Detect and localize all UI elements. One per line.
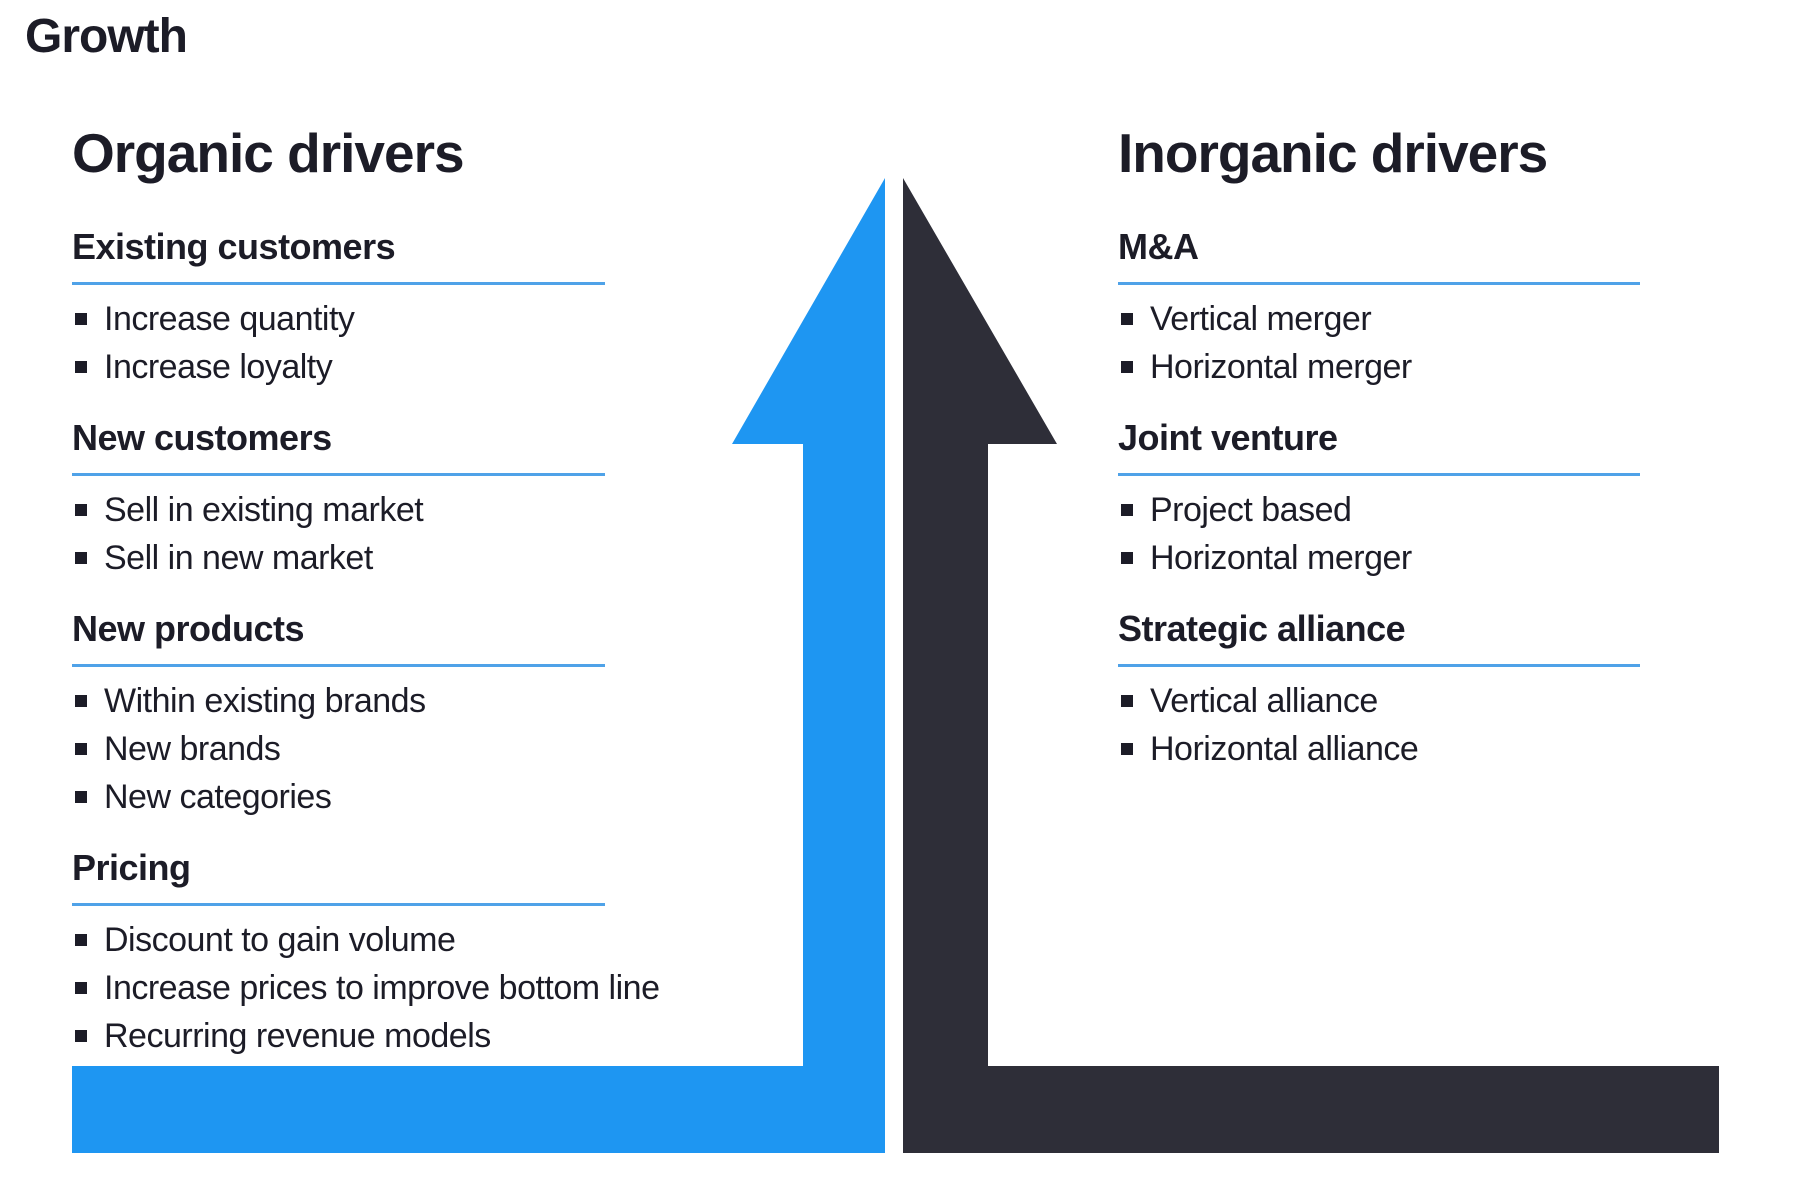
list-item: Horizontal merger xyxy=(1118,343,1728,391)
bullet-square-icon xyxy=(1121,313,1133,325)
section-underline xyxy=(72,903,605,906)
section-strategic-alliance: Strategic alliance Vertical alliance Hor… xyxy=(1118,608,1728,773)
bullet-square-icon xyxy=(75,743,87,755)
bullet-square-icon xyxy=(1121,695,1133,707)
bullet-list: Sell in existing market Sell in new mark… xyxy=(72,486,762,582)
item-label: Increase quantity xyxy=(104,299,355,338)
bullet-square-icon xyxy=(75,934,87,946)
section-underline xyxy=(72,282,605,285)
bullet-list: Vertical alliance Horizontal alliance xyxy=(1118,677,1728,773)
section-underline xyxy=(72,664,605,667)
list-item: Increase prices to improve bottom line xyxy=(72,964,762,1012)
bullet-square-icon xyxy=(75,982,87,994)
item-label: Vertical merger xyxy=(1150,299,1372,338)
bullet-square-icon xyxy=(75,361,87,373)
bullet-square-icon xyxy=(75,1030,87,1042)
list-item: New categories xyxy=(72,773,762,821)
bullet-square-icon xyxy=(75,695,87,707)
bullet-square-icon xyxy=(1121,552,1133,564)
bullet-square-icon xyxy=(75,504,87,516)
section-underline xyxy=(1118,282,1640,285)
item-label: Within existing brands xyxy=(104,681,426,720)
list-item: Vertical alliance xyxy=(1118,677,1728,725)
item-label: Increase loyalty xyxy=(104,347,333,386)
section-new-customers: New customers Sell in existing market Se… xyxy=(72,417,762,582)
bullet-square-icon xyxy=(75,791,87,803)
list-item: New brands xyxy=(72,725,762,773)
column-heading: Organic drivers xyxy=(72,122,465,184)
item-label: Sell in existing market xyxy=(104,490,424,529)
bullet-square-icon xyxy=(1121,504,1133,516)
item-label: Recurring revenue models xyxy=(104,1016,491,1055)
column-inorganic: Inorganic drivers M&A Vertical merger Ho… xyxy=(1118,120,1728,773)
bullet-square-icon xyxy=(1121,361,1133,373)
list-item: Project based xyxy=(1118,486,1728,534)
item-label: Project based xyxy=(1150,490,1352,529)
section-existing-customers: Existing customers Increase quantity Inc… xyxy=(72,226,762,391)
list-item: Recurring revenue models xyxy=(72,1012,762,1060)
column-organic: Organic drivers Existing customers Incre… xyxy=(72,120,762,1060)
section-underline xyxy=(72,473,605,476)
item-label: Horizontal merger xyxy=(1150,347,1412,386)
section-title: New products xyxy=(72,608,305,649)
bullet-square-icon xyxy=(1121,743,1133,755)
section-pricing: Pricing Discount to gain volume Increase… xyxy=(72,847,762,1060)
section-ma: M&A Vertical merger Horizontal merger xyxy=(1118,226,1728,391)
page-title: Growth xyxy=(25,10,188,63)
list-item: Within existing brands xyxy=(72,677,762,725)
section-title: Pricing xyxy=(72,847,191,888)
list-item: Vertical merger xyxy=(1118,295,1728,343)
section-underline xyxy=(1118,473,1640,476)
section-title: M&A xyxy=(1118,226,1199,267)
section-title: Strategic alliance xyxy=(1118,608,1406,649)
item-label: Horizontal merger xyxy=(1150,538,1412,577)
list-item: Sell in new market xyxy=(72,534,762,582)
bullet-square-icon xyxy=(75,313,87,325)
list-item: Increase quantity xyxy=(72,295,762,343)
bullet-list: Project based Horizontal merger xyxy=(1118,486,1728,582)
list-item: Discount to gain volume xyxy=(72,916,762,964)
section-title: Existing customers xyxy=(72,226,396,267)
item-label: Horizontal alliance xyxy=(1150,729,1419,768)
item-label: Vertical alliance xyxy=(1150,681,1378,720)
bullet-square-icon xyxy=(75,552,87,564)
list-item: Sell in existing market xyxy=(72,486,762,534)
bullet-list: Discount to gain volume Increase prices … xyxy=(72,916,762,1060)
column-heading: Inorganic drivers xyxy=(1118,122,1548,184)
list-item: Increase loyalty xyxy=(72,343,762,391)
list-item: Horizontal merger xyxy=(1118,534,1728,582)
item-label: New categories xyxy=(104,777,332,816)
section-new-products: New products Within existing brands New … xyxy=(72,608,762,821)
section-title: Joint venture xyxy=(1118,417,1338,458)
item-label: Sell in new market xyxy=(104,538,373,577)
bullet-list: Increase quantity Increase loyalty xyxy=(72,295,762,391)
item-label: New brands xyxy=(104,729,281,768)
bullet-list: Within existing brands New brands New ca… xyxy=(72,677,762,821)
section-joint-venture: Joint venture Project based Horizontal m… xyxy=(1118,417,1728,582)
section-underline xyxy=(1118,664,1640,667)
bullet-list: Vertical merger Horizontal merger xyxy=(1118,295,1728,391)
item-label: Increase prices to improve bottom line xyxy=(104,968,660,1007)
section-title: New customers xyxy=(72,417,332,458)
item-label: Discount to gain volume xyxy=(104,920,456,959)
list-item: Horizontal alliance xyxy=(1118,725,1728,773)
